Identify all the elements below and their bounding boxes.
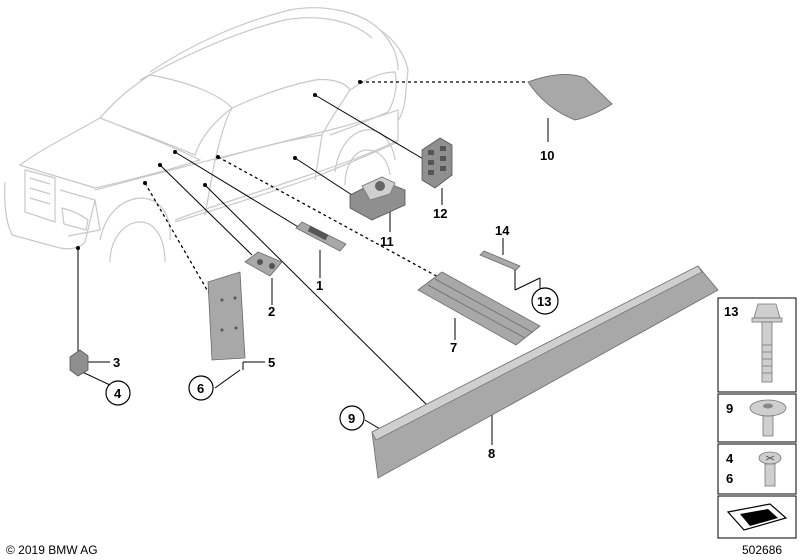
- legend-label-13: 13: [724, 304, 738, 319]
- callout-12: 12: [433, 206, 447, 221]
- part-3-clip: [69, 349, 89, 377]
- part-8-sill: [371, 265, 719, 479]
- part-2-bracket: [244, 251, 283, 277]
- callout-1: 1: [316, 278, 323, 293]
- part-5-panel: [207, 271, 246, 361]
- callout-14: 14: [495, 223, 510, 238]
- part-1-plate: [295, 221, 347, 252]
- callout-13: 13: [537, 294, 551, 309]
- fastener-legend: 13 9 4 6: [717, 297, 797, 539]
- callout-3: 3: [113, 355, 120, 370]
- legend-label-6: 6: [726, 471, 733, 486]
- part-10-pad: [527, 74, 613, 121]
- callout-7: 7: [450, 340, 457, 355]
- legend-label-9: 9: [726, 401, 733, 416]
- callout-4: 4: [114, 386, 122, 401]
- part-14-strip: [479, 250, 521, 271]
- car-outline: [4, 7, 409, 263]
- part-12-bracket: [421, 137, 453, 189]
- leader-lines: [76, 80, 549, 445]
- callout-5: 5: [268, 355, 275, 370]
- callout-8: 8: [488, 446, 495, 461]
- callout-10: 10: [540, 148, 554, 163]
- part-11-housing: [349, 176, 406, 221]
- callout-9: 9: [348, 411, 355, 426]
- diagram-arrow-icon: [726, 503, 788, 531]
- bolt-icon: [751, 303, 783, 383]
- copyright-text: © 2019 BMW AG: [6, 543, 98, 557]
- callout-6: 6: [197, 381, 204, 396]
- screw-icon-9: [749, 399, 787, 437]
- diagram-number: 502686: [742, 543, 782, 557]
- callout-11: 11: [380, 234, 394, 249]
- legend-label-4: 4: [726, 451, 734, 466]
- part-7-plate: [417, 271, 541, 346]
- callout-2: 2: [268, 304, 275, 319]
- screw-icon-4-6: [758, 451, 782, 487]
